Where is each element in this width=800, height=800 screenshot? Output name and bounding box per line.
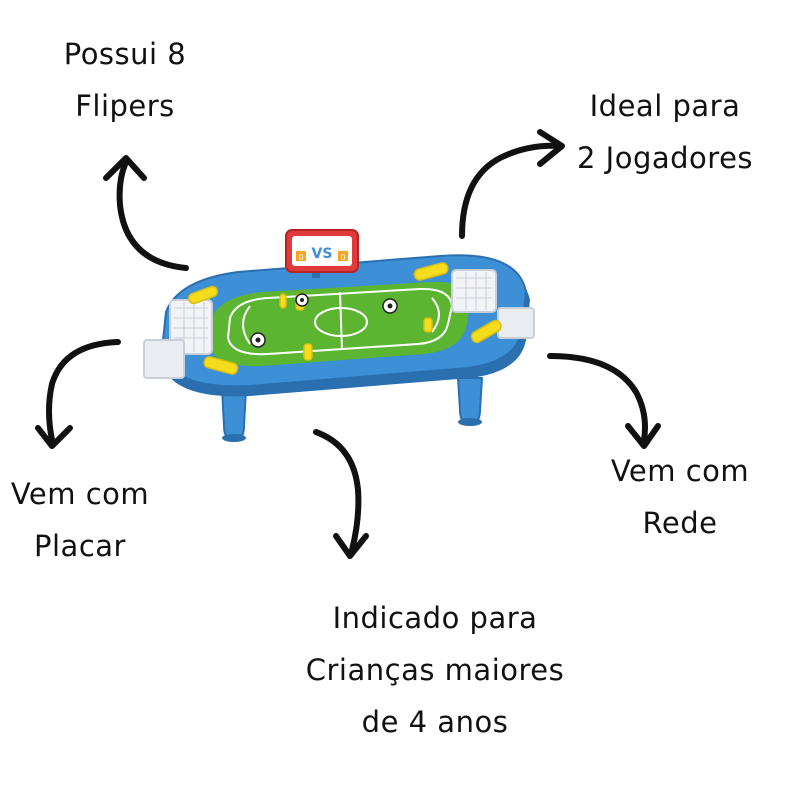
toy-legs <box>220 377 484 442</box>
arrow-down-left-icon <box>35 339 121 449</box>
scoreboard-left-score: 0 <box>298 253 303 262</box>
arrow-down-center-icon <box>313 429 369 559</box>
arrow-down-right-icon <box>547 353 661 449</box>
toy-goal-right <box>451 269 535 339</box>
arrow-up-left-icon <box>103 155 189 271</box>
toy-scoreboard: VS 0 0 <box>285 229 359 278</box>
scoreboard-vs: VS <box>312 246 333 262</box>
label-rede-line2: Rede <box>642 506 718 540</box>
toy-pitch <box>208 281 470 367</box>
toy-flippers <box>187 262 502 375</box>
label-idade-line3: de 4 anos <box>361 705 509 739</box>
arrow-up-right-icon <box>459 129 565 239</box>
label-flipers-line2: Flipers <box>75 89 175 123</box>
label-rede-line1: Vem com <box>610 454 750 488</box>
label-jogadores-line1: Ideal para <box>589 89 741 123</box>
label-rede: Vem com Rede <box>600 445 760 549</box>
toy-goal-left <box>143 299 213 379</box>
label-idade-line1: Indicado para <box>332 601 538 635</box>
label-idade-line2: Crianças maiores <box>305 653 565 687</box>
label-placar: Vem com Placar <box>0 468 160 572</box>
label-placar-line1: Vem com <box>10 477 150 511</box>
toy-balls <box>250 293 398 348</box>
label-jogadores: Ideal para 2 Jogadores <box>560 80 770 184</box>
scoreboard-right-score: 0 <box>340 253 345 262</box>
label-placar-line2: Placar <box>34 529 126 563</box>
label-jogadores-line2: 2 Jogadores <box>576 141 754 175</box>
label-flipers-line1: Possui 8 <box>63 37 187 71</box>
label-idade: Indicado para Crianças maiores de 4 anos <box>280 592 590 748</box>
label-flipers: Possui 8 Flipers <box>50 28 200 132</box>
